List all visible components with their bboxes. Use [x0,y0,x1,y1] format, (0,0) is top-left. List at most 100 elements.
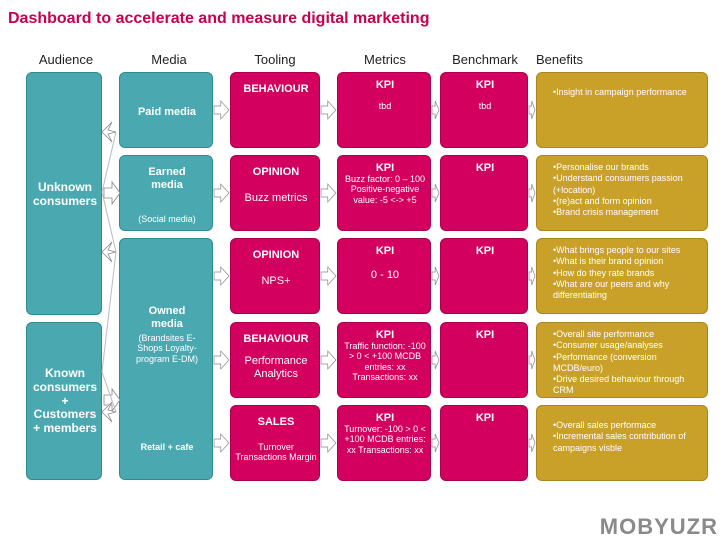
benchmark-box: KPI [440,322,528,398]
arrow-icon [528,100,536,120]
tooling-title: BEHAVIOUR [243,333,309,345]
metric-sub: 0 - 10 [370,269,400,281]
tooling-sub: Turnover Transactions Margin [235,442,317,463]
benchmark-title: KPI [475,245,495,257]
metric-title: KPI [375,79,395,91]
media-owned-box: Owned media (Brandsites E-Shops Loyalty-… [119,238,213,480]
benefits-list: •Insight in campaign performance [553,87,699,98]
arrow-icon [431,433,440,453]
media-earned-title: Earned media [148,166,186,191]
arrow-icon [320,183,337,203]
benchmark-box: KPI [440,238,528,314]
benefit-item: •Consumer usage/analyses [553,340,663,351]
benchmark-title: KPI [475,162,495,174]
header-media: Media [151,52,187,67]
benefit-item: •Overall site performance [553,329,655,339]
header-audience: Audience [38,52,94,67]
metric-title: KPI [375,162,395,174]
tooling-box: OPINION NPS+ [230,238,320,314]
benefit-item: •Personalise our brands [553,162,649,172]
benefits-box: •Personalise our brands•Understand consu… [536,155,708,231]
arrow-icon [528,350,536,370]
media-earned-sub: (Social media) [138,214,196,224]
arrow-icon [320,100,337,120]
arrow-icon [320,266,337,286]
benefits-list: •Personalise our brands•Understand consu… [553,162,699,218]
arrow-icon [431,266,440,286]
benefit-item: •(re)act and form opinion [553,195,652,206]
media-owned-title: Owned media [148,305,186,330]
tooling-title: OPINION [252,249,300,261]
benefit-item: •Understand consumers passion (+location… [553,173,683,195]
arrow-icon [528,433,536,453]
benefits-list: •Overall sales performace•Incremental sa… [553,420,699,454]
media-paid-label: Paid media [137,106,197,118]
benchmark-sub: tbd [478,101,492,111]
benchmark-title: KPI [475,412,495,424]
arrow-icon [103,180,121,206]
benefit-item: •How do they rate brands [553,267,655,278]
metric-sub: Traffic function: -100 > 0 < +100 MCDB e… [344,341,426,383]
media-retail-label: Retail + cafe [140,442,194,452]
benefits-list: •Overall site performance•Consumer usage… [553,329,699,397]
audience-unknown-box: Unknown consumers [26,72,102,315]
media-earned-box: Earned media (Social media) [119,155,213,231]
mobyuzr-logo: MOBYUZR [599,514,718,539]
metric-sub: tbd [378,101,392,111]
benefit-item: •What brings people to our sites [553,245,681,255]
arrow-icon [213,183,230,203]
audience-known-label: Known consumers + Customers + members [32,366,98,436]
header-benchmark: Benchmark [452,52,518,67]
tooling-sub: NPS+ [261,275,291,287]
audience-unknown-label: Unknown consumers [32,180,98,208]
metric-title: KPI [375,412,395,424]
connector-lines [101,121,117,423]
header-benefits: Benefits [536,52,583,67]
tooling-box: BEHAVIOUR [230,72,320,148]
header-metrics: Metrics [364,52,406,67]
metric-sub: Buzz factor: 0 – 100 Positive-negative v… [344,174,426,205]
benefit-item: •Brand crisis management [553,207,659,217]
arrow-icon [213,100,230,120]
arrow-icon [528,266,536,286]
benefit-item: •What are our peers and why differentiat… [553,278,670,300]
arrow-icon [431,183,440,203]
audience-known-box: Known consumers + Customers + members [26,322,102,480]
header-tooling: Tooling [254,52,296,67]
benefits-box: •What brings people to our sites•What is… [536,238,708,314]
benchmark-title: KPI [475,329,495,341]
tooling-box: SALES Turnover Transactions Margin [230,405,320,481]
benefits-box: •Insight in campaign performance [536,72,708,148]
tooling-sub: Buzz metrics [244,192,308,204]
benchmark-box: KPI [440,405,528,481]
tooling-title: BEHAVIOUR [243,83,309,95]
metric-sub: Turnover: -100 > 0 < +100 MCDB entries: … [344,424,426,455]
media-owned-sub: (Brandsites E-Shops Loyalty-program E-DM… [135,333,198,364]
benefit-item: •Overall sales performace [553,420,657,430]
metric-title: KPI [375,329,395,341]
benefit-item: •Drive desired behaviour through CRM [553,374,685,396]
benefit-item: •What is their brand opinion [553,256,664,267]
media-paid-box: Paid media [119,72,213,148]
benefits-list: •What brings people to our sites•What is… [553,245,699,301]
metric-box: KPI tbd [337,72,431,148]
arrow-icon [431,350,440,370]
arrow-icon [431,100,440,120]
benefits-box: •Overall sales performace•Incremental sa… [536,405,708,481]
arrow-icon [320,433,337,453]
benchmark-box: KPI [440,155,528,231]
benefit-item: •Insight in campaign performance [553,87,687,97]
arrow-icon [528,183,536,203]
arrow-icon [320,350,337,370]
metric-title: KPI [375,245,395,257]
benefit-item: •Performance (conversion MCDB/euro) [553,351,657,373]
benefit-item: •Incremental sales contribution of campa… [553,431,686,453]
benefits-box: •Overall site performance•Consumer usage… [536,322,708,398]
tooling-sub: Performance Analytics [244,355,308,380]
tooling-box: BEHAVIOUR Performance Analytics [230,322,320,398]
tooling-title: SALES [257,416,295,428]
